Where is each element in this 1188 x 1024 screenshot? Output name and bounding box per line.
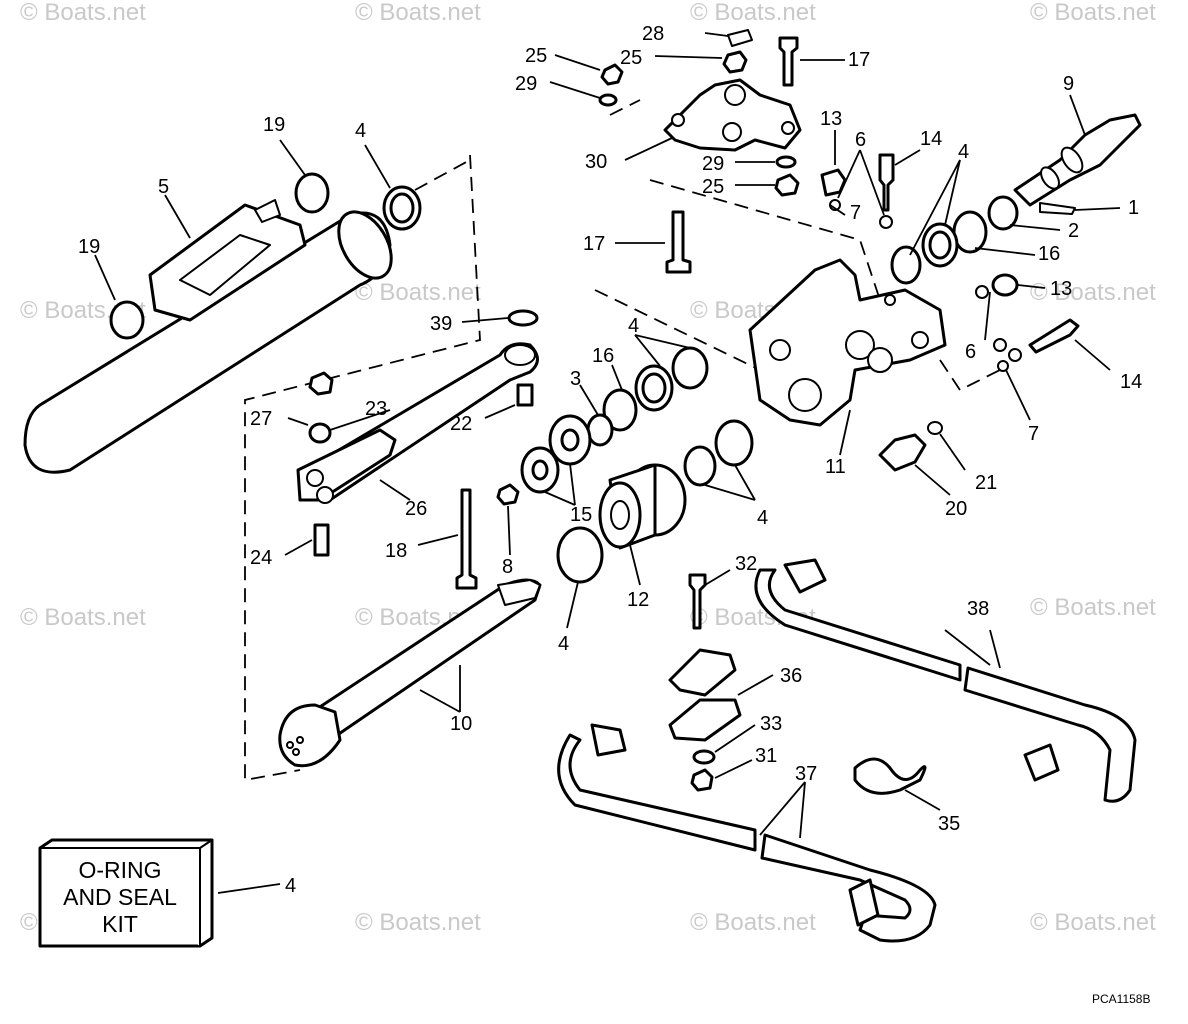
callout-25: 25: [702, 176, 724, 198]
callout-25: 25: [620, 47, 642, 69]
callout-6: 6: [855, 129, 866, 151]
callout-9: 9: [1063, 73, 1074, 95]
watermark-text: © Boats.net: [690, 909, 816, 936]
callout-33: 33: [760, 713, 782, 735]
callout-35: 35: [938, 813, 960, 835]
watermark-text: © Boats.net: [1030, 279, 1156, 306]
seal-kit-box: O-RING AND SEAL KIT 4: [38, 838, 296, 948]
callout-1: 1: [1128, 197, 1139, 219]
callout-16: 16: [1038, 243, 1060, 265]
callout-16: 16: [592, 345, 614, 367]
steering-cylinder: [23, 199, 393, 474]
callout-20: 20: [945, 498, 967, 520]
watermark-text: © Boats.net: [1030, 0, 1156, 26]
callout-26: 26: [405, 498, 427, 520]
callout-17: 17: [583, 233, 605, 255]
hose-38: [754, 558, 1137, 803]
rod: [278, 578, 542, 768]
bolt-lower: [665, 210, 692, 274]
callout-14: 14: [1120, 371, 1142, 393]
callout-7: 7: [850, 202, 861, 224]
callout-32: 32: [735, 553, 757, 575]
callout-19: 19: [263, 114, 285, 136]
callout-15: 15: [570, 504, 592, 526]
o-rings-cylinder: [109, 172, 422, 340]
watermark-text: © Boats.net: [690, 0, 816, 26]
callout-38: 38: [967, 598, 989, 620]
watermark-text: © Boats.net: [355, 909, 481, 936]
callout-4: 4: [757, 507, 768, 529]
leader-lines: [94, 32, 1121, 894]
middle-seals: [520, 346, 754, 584]
callout-23: 23: [365, 398, 387, 420]
callout-6: 6: [965, 341, 976, 363]
callout-27: 27: [250, 408, 272, 430]
hose-37: [557, 723, 937, 943]
callout-4: 4: [958, 141, 969, 163]
piston: [598, 463, 687, 550]
callout-14: 14: [920, 128, 942, 150]
watermark-text: © Boats.net: [20, 604, 146, 631]
bracket: [663, 78, 802, 152]
callout-29: 29: [702, 153, 724, 175]
clamp-hardware: [668, 573, 927, 795]
valve-body: [748, 258, 947, 427]
callout-8: 8: [502, 556, 513, 578]
callout-12: 12: [627, 589, 649, 611]
callout-5: 5: [158, 176, 169, 198]
callout-25: 25: [525, 45, 547, 67]
callout-13: 13: [820, 108, 842, 130]
callout-7: 7: [1028, 423, 1039, 445]
callout-21: 21: [975, 472, 997, 494]
top-hardware: [598, 29, 799, 107]
callout-4-kit: 4: [285, 875, 296, 897]
callout-11: 11: [825, 456, 846, 478]
callout-10: 10: [450, 713, 472, 735]
callout-31: 31: [755, 745, 777, 767]
callout-36: 36: [780, 665, 802, 687]
callout-30: 30: [585, 151, 607, 173]
callout-28: 28: [642, 23, 664, 45]
callout-17: 17: [848, 49, 870, 71]
callout-29: 29: [515, 73, 537, 95]
callout-2: 2: [1068, 220, 1079, 242]
assembly-dash-lines: [244, 99, 1001, 782]
callout-37: 37: [795, 763, 817, 785]
callout-4: 4: [355, 120, 366, 142]
callout-22: 22: [450, 413, 472, 435]
callout-13: 13: [1050, 278, 1072, 300]
kit-label-line2: AND SEAL: [63, 884, 177, 910]
callout-39: 39: [430, 313, 452, 335]
callout-18: 18: [385, 540, 407, 562]
bracket-nut-washer: [774, 155, 800, 197]
reference-code: PCA1158B: [1092, 992, 1150, 1006]
watermark-text: © Boats.net: [20, 0, 146, 26]
kit-label-line1: O-RING: [78, 857, 161, 883]
piston-assembly: [296, 309, 539, 590]
fitting: [878, 421, 943, 472]
watermark-text: © Boats.net: [355, 0, 481, 26]
callout-24: 24: [250, 547, 272, 569]
callout-labels: 28 25 25 17 29 9 19 4 13 6 14 4 30 29 1 …: [78, 23, 1142, 835]
callout-4: 4: [628, 315, 639, 337]
watermark-text: © Boats.net: [355, 279, 481, 306]
valve-shaft: [1013, 113, 1142, 207]
watermark-text: © Boats.net: [1030, 594, 1156, 621]
callout-19: 19: [78, 236, 100, 258]
watermark-text: © Boats.net: [1030, 909, 1156, 936]
callout-3: 3: [570, 368, 581, 390]
callout-4: 4: [558, 633, 569, 655]
kit-label-line3: KIT: [102, 911, 138, 937]
